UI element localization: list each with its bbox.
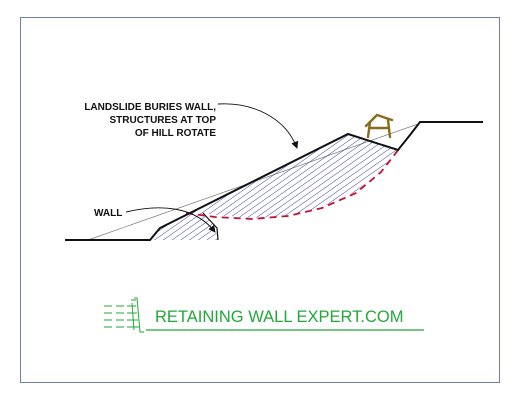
retaining-wall-logo-icon <box>104 297 144 333</box>
landslide-label-line1: LANDSLIDE BURIES WALL, <box>84 102 216 113</box>
ground-profile <box>65 121 483 241</box>
retaining-wall <box>202 212 219 241</box>
wall-label: WALL <box>94 208 122 219</box>
landslide-label-line2: STRUCTURES AT TOP <box>110 115 217 126</box>
logo-text: RETAINING WALL EXPERT.COM <box>155 308 403 326</box>
wall-leader <box>125 207 216 233</box>
landslide-leader <box>217 103 299 149</box>
landslide-label-line3: OF HILL ROTATE <box>135 128 216 139</box>
landslide-mass <box>150 134 398 240</box>
structure-icon <box>364 113 394 139</box>
